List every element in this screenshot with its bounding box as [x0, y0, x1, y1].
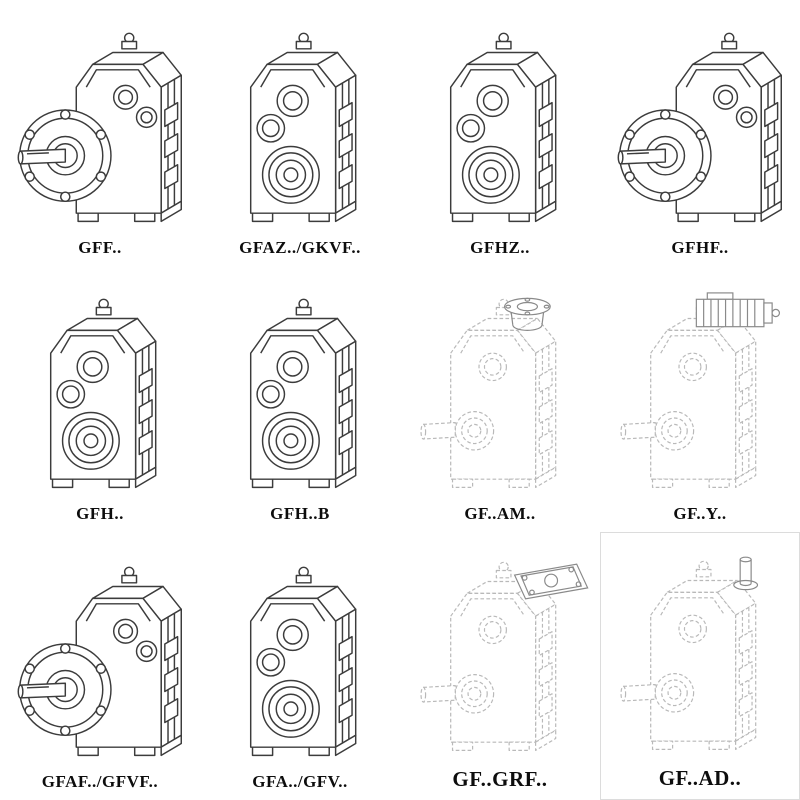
gearbox-model-label: GF..Y..	[673, 504, 727, 523]
gearbox-model-label: GF..GRF..	[452, 767, 548, 791]
gearbox-bore-drawing	[208, 560, 392, 770]
gearbox-cell: GF..AM..	[400, 266, 600, 532]
gearbox-input-flange-drawing	[408, 292, 592, 502]
gearbox-bore-drawing	[208, 292, 392, 502]
gearbox-cell: GF..GRF..	[400, 532, 600, 800]
gearbox-flange-drawing	[608, 26, 792, 236]
gearbox-cell: GF..AD..	[600, 532, 800, 800]
gearbox-model-label: GFHF..	[671, 238, 729, 257]
gearbox-model-label: GFH..	[76, 504, 124, 523]
gearbox-cell: GF..Y..	[600, 266, 800, 532]
gearbox-cell: GFHZ..	[400, 0, 600, 266]
gearbox-model-label: GF..AM..	[464, 504, 536, 523]
gearbox-cell: GFH..	[0, 266, 200, 532]
gearbox-cell: GFA../GFV..	[200, 532, 400, 800]
gearbox-input-shaft-drawing	[608, 554, 792, 764]
gearbox-cell: GFAZ../GKVF..	[200, 0, 400, 266]
gearbox-cell: GFHF..	[600, 0, 800, 266]
gearbox-flange-drawing	[8, 560, 192, 770]
gearbox-cell: GFH..B	[200, 266, 400, 532]
gearbox-bore-drawing	[408, 26, 592, 236]
gearbox-model-label: GFHZ..	[470, 238, 530, 257]
gearbox-model-label: GF..AD..	[658, 766, 742, 790]
gearbox-model-label: GFAF../GFVF..	[41, 772, 159, 791]
gearbox-gear-plate-drawing	[408, 555, 592, 765]
gearbox-model-label: GFH..B	[270, 504, 330, 523]
gearbox-cell: GFF..	[0, 0, 200, 266]
gearbox-bore-drawing	[8, 292, 192, 502]
gearbox-flange-drawing	[8, 26, 192, 236]
gearbox-bore-drawing	[208, 26, 392, 236]
gearbox-model-label: GFF..	[78, 238, 122, 257]
gearbox-motor-drawing	[608, 292, 792, 502]
gearbox-model-label: GFA../GFV..	[252, 772, 348, 791]
gearbox-cell: GFAF../GFVF..	[0, 532, 200, 800]
gearbox-model-label: GFAZ../GKVF..	[239, 238, 361, 257]
